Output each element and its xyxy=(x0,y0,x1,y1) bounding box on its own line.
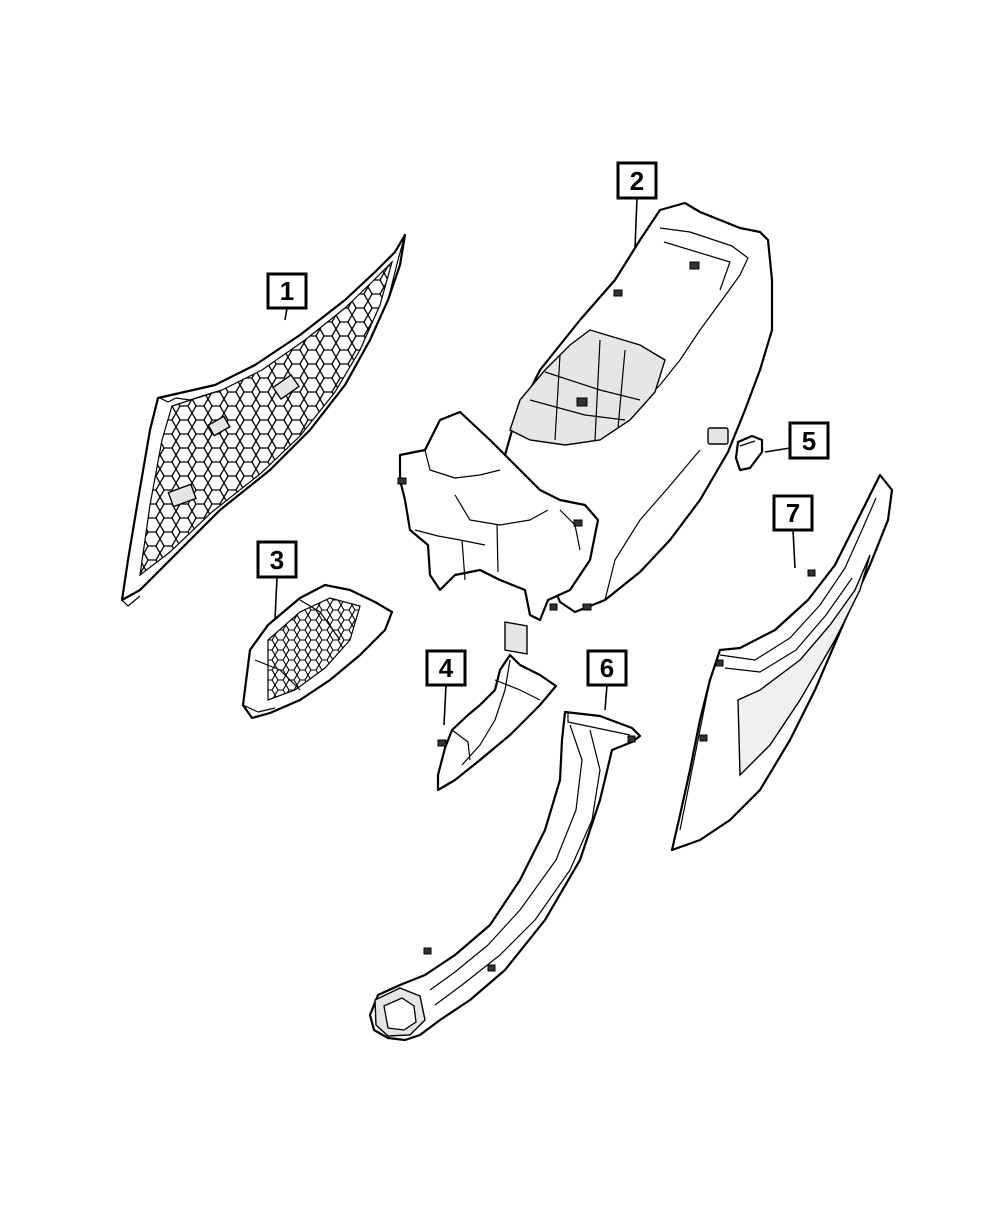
callout-5-label: 5 xyxy=(802,426,816,456)
callout-3-label: 3 xyxy=(270,545,284,575)
leader-line-4 xyxy=(443,684,447,726)
callout-4: 4 xyxy=(425,649,467,687)
leader-line-2 xyxy=(634,197,638,249)
callout-2-label: 2 xyxy=(630,166,644,196)
part-3-bezel xyxy=(241,583,394,720)
leader-line-7 xyxy=(792,529,796,569)
callout-6: 6 xyxy=(586,649,628,687)
part-4-wedge-panel xyxy=(436,653,558,792)
part-1-side-panel xyxy=(120,233,407,607)
part-7-right-panel xyxy=(670,473,894,852)
leader-line-3 xyxy=(274,576,278,621)
callout-1: 1 xyxy=(266,272,308,310)
part-6-air-duct xyxy=(368,710,642,1042)
callout-1-label: 1 xyxy=(280,276,294,306)
part-5-cap xyxy=(734,434,764,472)
leader-line-6 xyxy=(604,684,608,711)
callout-7-label: 7 xyxy=(786,498,800,528)
callout-4-label: 4 xyxy=(439,653,454,683)
callout-7: 7 xyxy=(772,494,814,532)
callout-6-label: 6 xyxy=(600,653,614,683)
part-2-center-console xyxy=(397,201,774,655)
callout-2: 2 xyxy=(616,161,658,200)
callout-5: 5 xyxy=(788,421,830,460)
leader-line-1 xyxy=(284,307,288,321)
leader-line-5 xyxy=(764,447,791,453)
callout-3: 3 xyxy=(256,540,298,579)
